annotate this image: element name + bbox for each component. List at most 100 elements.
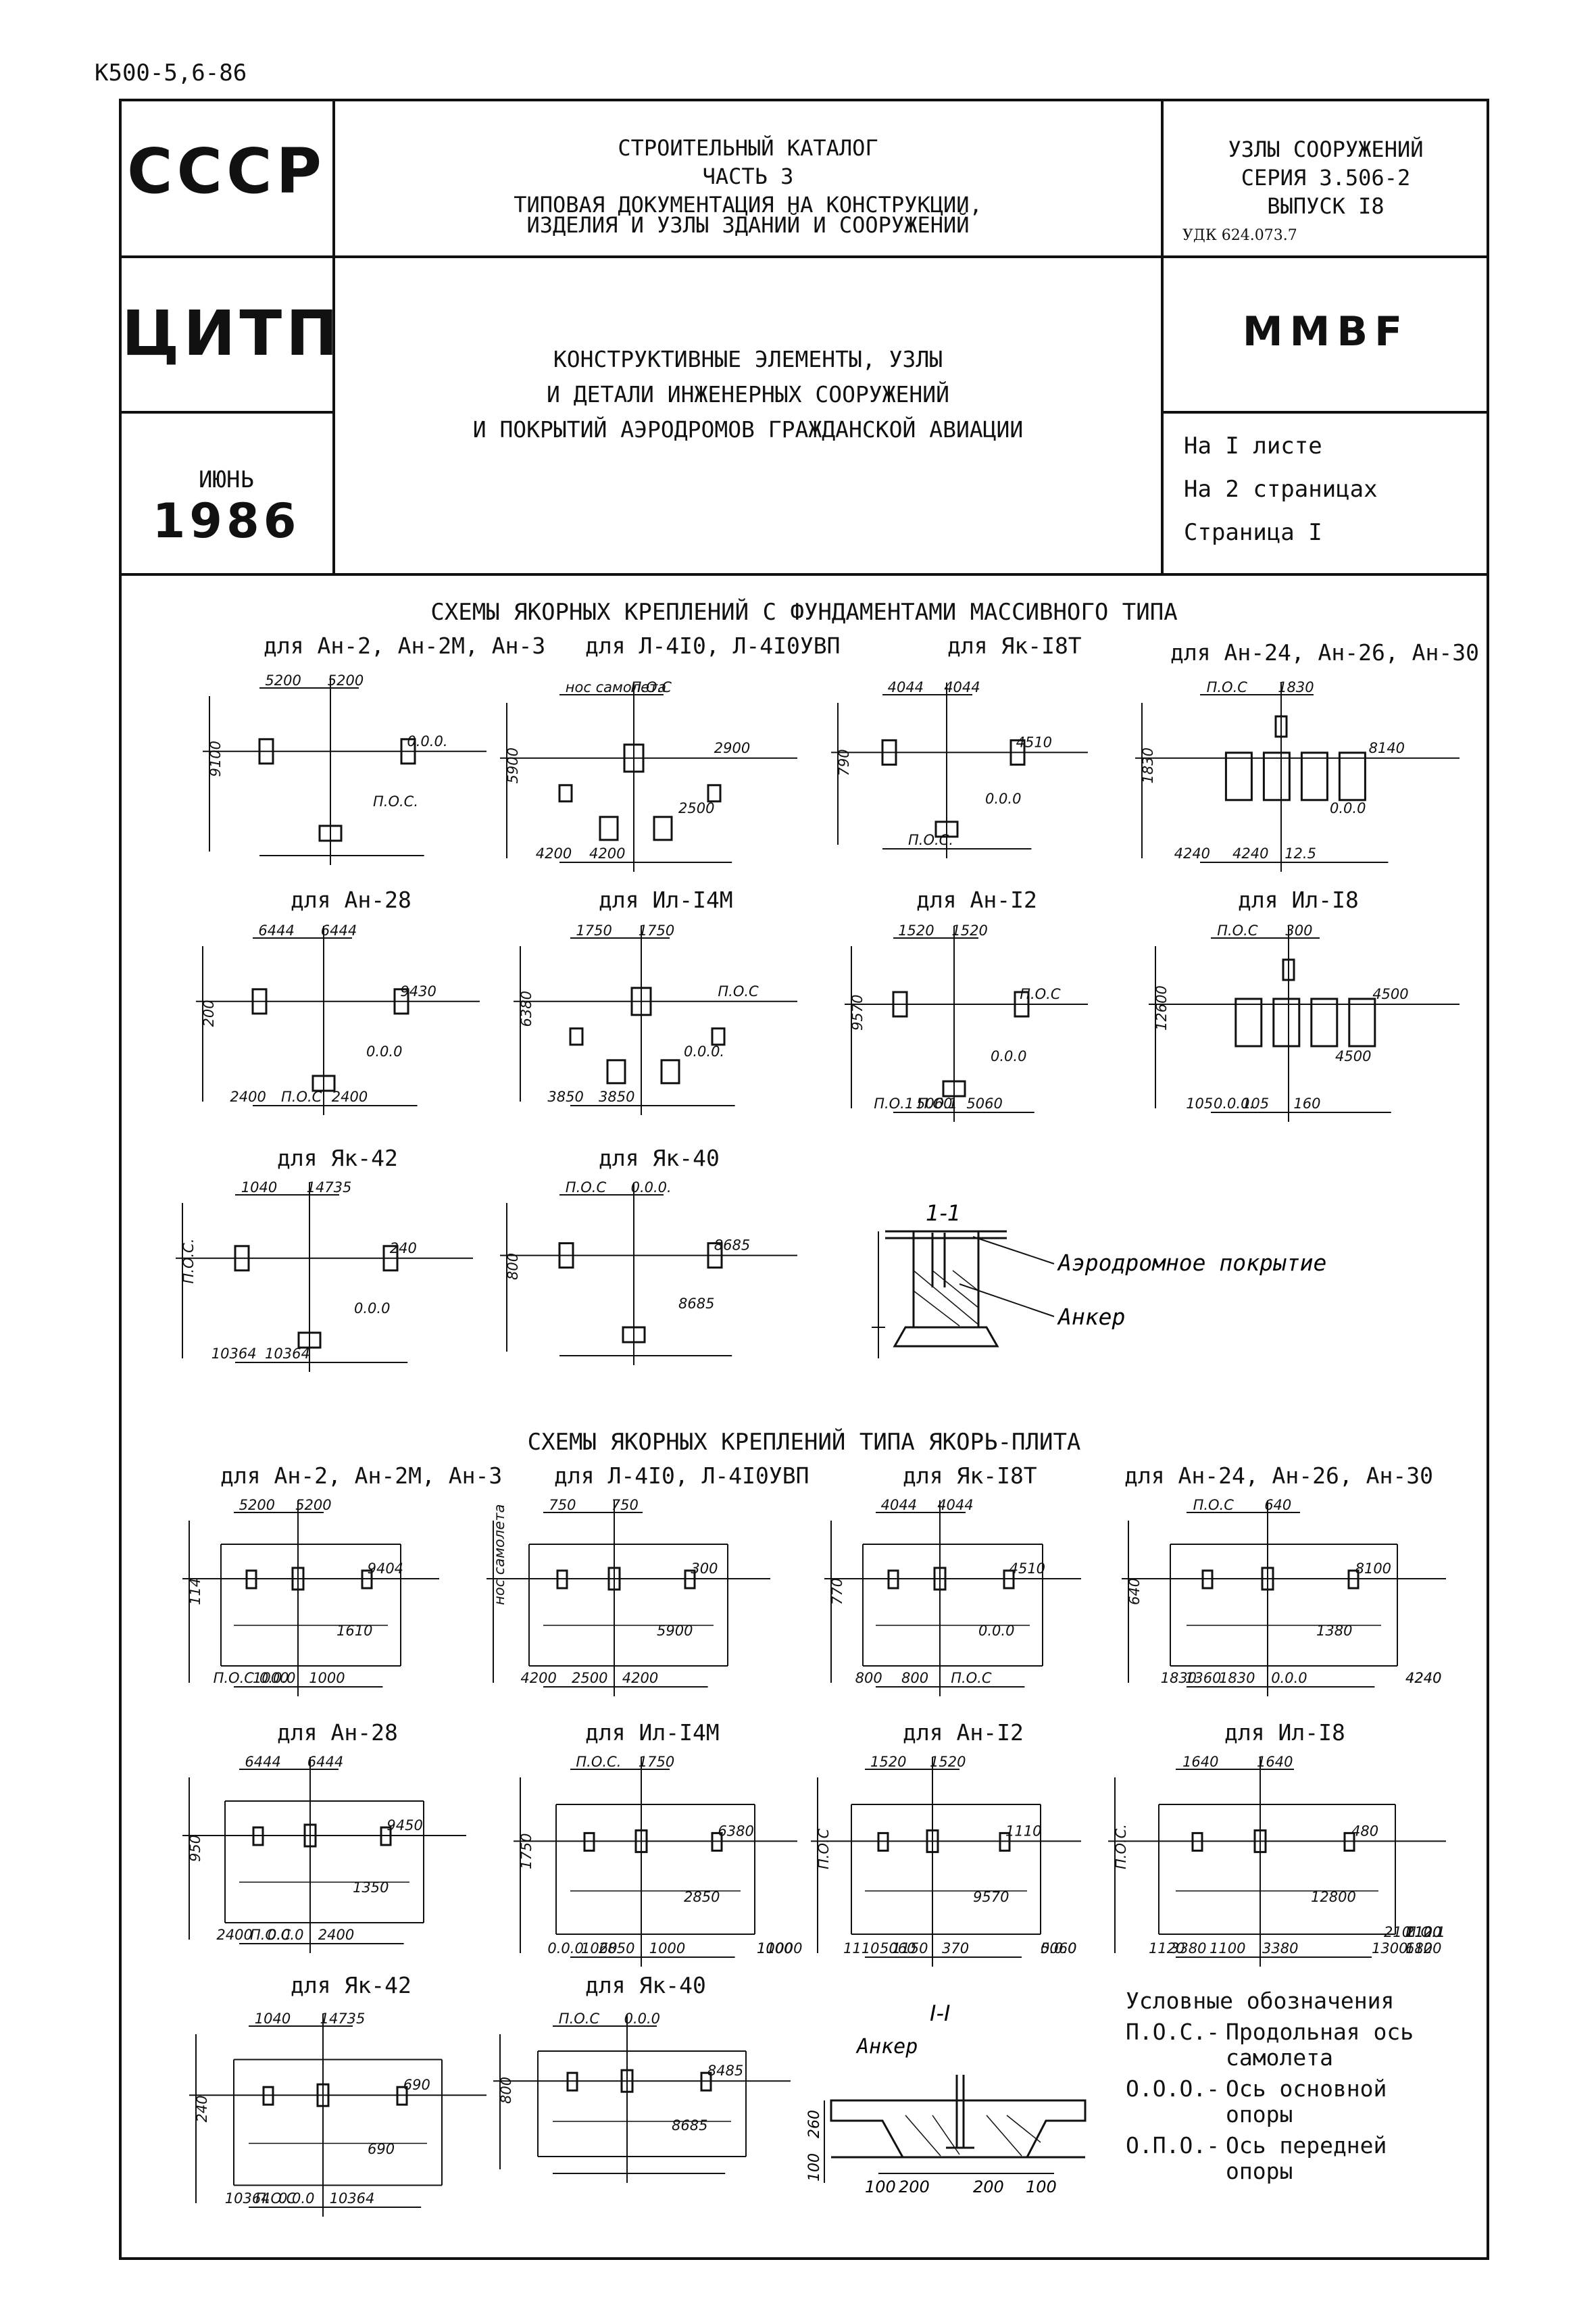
s1-label-l410: для Л-4I0, Л-4I0УВП (585, 633, 841, 659)
anchor-block (607, 1567, 621, 1591)
dimension-label: 0.0.0 (366, 1043, 402, 1060)
anchor-block (892, 991, 908, 1018)
dimension-label: 240 (194, 2095, 210, 2122)
dimension-label: 3380 (1262, 1940, 1298, 1956)
dimension-label: 4510 (1009, 1560, 1045, 1577)
anchor-block (1343, 1831, 1355, 1852)
dimension-label: П.О.С (566, 1179, 607, 1196)
dimension-label: П.О.С (718, 983, 759, 1000)
anchor-block (245, 1569, 257, 1590)
dimension-label: 210 (1384, 1924, 1411, 1940)
anchor-block (634, 1829, 648, 1853)
dimension-label: 9450 (386, 1817, 422, 1833)
dimension-label: 9570 (973, 1889, 1009, 1905)
dimension-label: 1830 (1161, 1670, 1197, 1686)
dimension-label: 4200 (622, 1670, 658, 1686)
s2-label-yak18: для Як-I8Т (903, 1462, 1037, 1489)
legend-code: П.О.С.- (1126, 2019, 1220, 2045)
dimension-label: 10364 (225, 2190, 270, 2207)
callout-cover: Аэродромное покрытие (1057, 1250, 1326, 1276)
dimension-label: 4240 (1174, 845, 1210, 862)
dimension-label: 0.0.0 (991, 1048, 1026, 1064)
sheet-block: На I листе На 2 страницах Страница I (1184, 424, 1378, 554)
legend-title: Условные обозначения (1126, 1988, 1395, 2014)
sheet-line: На 2 страницах (1184, 476, 1378, 503)
dimension-label: 950 (187, 1835, 203, 1862)
dimension-label: П.О.С (1207, 679, 1248, 695)
anchor-block (1224, 752, 1253, 802)
dimension-label: 8100 (1355, 1560, 1391, 1577)
s1-label-il14: для Ил-I4М (599, 887, 733, 913)
dimension-label: 2850 (599, 1940, 634, 1956)
dimension-label: 12600 (1153, 985, 1170, 1031)
dimension-label: 12800 (1311, 1889, 1356, 1905)
org-ussr: СССР (127, 135, 326, 207)
dimension-label: 5060 (880, 1940, 916, 1956)
dimension-label: 0.0.0. (1214, 1096, 1254, 1112)
dimension-label: 0.0.0 (624, 2011, 660, 2027)
s2-label-il18: для Ил-I8 (1224, 1719, 1345, 1746)
dimension-label: 6444 (321, 922, 357, 939)
callout-anchor-1: Анкер (1057, 1304, 1125, 1330)
dimension-label: 8685 (672, 2117, 707, 2134)
dimension-label: 1750 (639, 1754, 674, 1770)
dimension-label: П.О.С. (373, 793, 418, 810)
s1-label-yak40: для Як-40 (599, 1145, 720, 1171)
dimension-label: 750 (549, 1497, 576, 1513)
dimension-label: 0.0.0 (354, 1300, 390, 1316)
dimension-label: П.О.С (1217, 922, 1258, 939)
dimension-label: 8685 (714, 1237, 750, 1254)
dimension-label: 4200 (536, 845, 572, 862)
dimension-label: 1300 (1372, 1940, 1407, 1956)
dimension-label: П.О.С (631, 679, 672, 695)
dimension-label: 1110 (1005, 1823, 1041, 1839)
anchor-block (684, 1569, 696, 1590)
legend-text-line: опоры (1226, 2158, 1293, 2184)
dimension-label: 2400 (230, 1089, 266, 1105)
anchor-block (1300, 752, 1328, 802)
dimension-label: 1000 (766, 1940, 802, 1956)
dimension-label: 1000 (757, 1940, 793, 1956)
dimension-label: 1830 (1219, 1670, 1255, 1686)
section-1-1-detail (872, 1230, 1055, 1358)
dimension-label: 1830 (1278, 679, 1314, 695)
dimension-label: 1750 (518, 1833, 534, 1869)
s2-label-an2: для Ан-2, Ан-2М, Ан-3 (220, 1462, 503, 1489)
dimension-label: 1060 (581, 1940, 617, 1956)
anchor-block (382, 1245, 399, 1272)
dimension-label: 1000 (757, 1940, 793, 1956)
anchor-block (1348, 998, 1376, 1048)
s1-label-yak18: для Як-I8Т (947, 633, 1082, 659)
dimension-label: 160 (1293, 1096, 1320, 1112)
dimension-label: 210 (1405, 1924, 1432, 1940)
dimension-label: 4240 (1405, 1670, 1441, 1686)
dimension-label: 10364 (265, 1346, 310, 1362)
anchor-block (556, 1569, 568, 1590)
series-block: УЗЛЫ СООРУЖЕНИЙ СЕРИЯ 3.506-2 ВЫПУСК I8 (1165, 135, 1487, 220)
dimension-label: 1750 (576, 922, 612, 939)
section1-title: СХЕМЫ ЯКОРНЫХ КРЕПЛЕНИЙ С ФУНДАМЕНТАМИ М… (430, 599, 1178, 626)
dimension-label: П.О.С. (908, 832, 953, 848)
legend: Условные обозначения П.О.С.- Продольная … (1126, 1988, 1414, 2184)
dimension-label: 2500 (678, 800, 714, 816)
anchor-block (707, 784, 722, 803)
dimension-label: 790 (836, 749, 852, 776)
dimension-label: 0.0.0 (978, 1623, 1014, 1639)
dimension-label: П.О.С. (576, 1754, 621, 1770)
dimension-label: 2400 (332, 1089, 368, 1105)
dimension-label: П.О.С (250, 1927, 291, 1943)
dimension-label: 1520 (930, 1754, 966, 1770)
anchor-block (1272, 998, 1301, 1048)
anchor-block (1274, 715, 1288, 738)
section-I-I-dim: 100 (1026, 2177, 1057, 2196)
dimension-label: П.О.С (559, 2011, 600, 2027)
dimension-label: 1040 (241, 1179, 277, 1196)
dimension-label: 105 (1242, 1096, 1269, 1112)
dimension-label: П.О.С (214, 1670, 255, 1686)
section-I-I-dim: 100 (865, 2177, 896, 2196)
catalog-line: ТИПОВАЯ ДОКУМЕНТАЦИЯ НА КОНСТРУКЦИИ, (514, 192, 982, 218)
dimension-label: 4200 (589, 845, 625, 862)
dimension-label: 0.0.0 (1330, 800, 1366, 816)
dimension-label: нос самолета (491, 1504, 507, 1605)
dimension-label: 12.5 (1285, 845, 1316, 862)
